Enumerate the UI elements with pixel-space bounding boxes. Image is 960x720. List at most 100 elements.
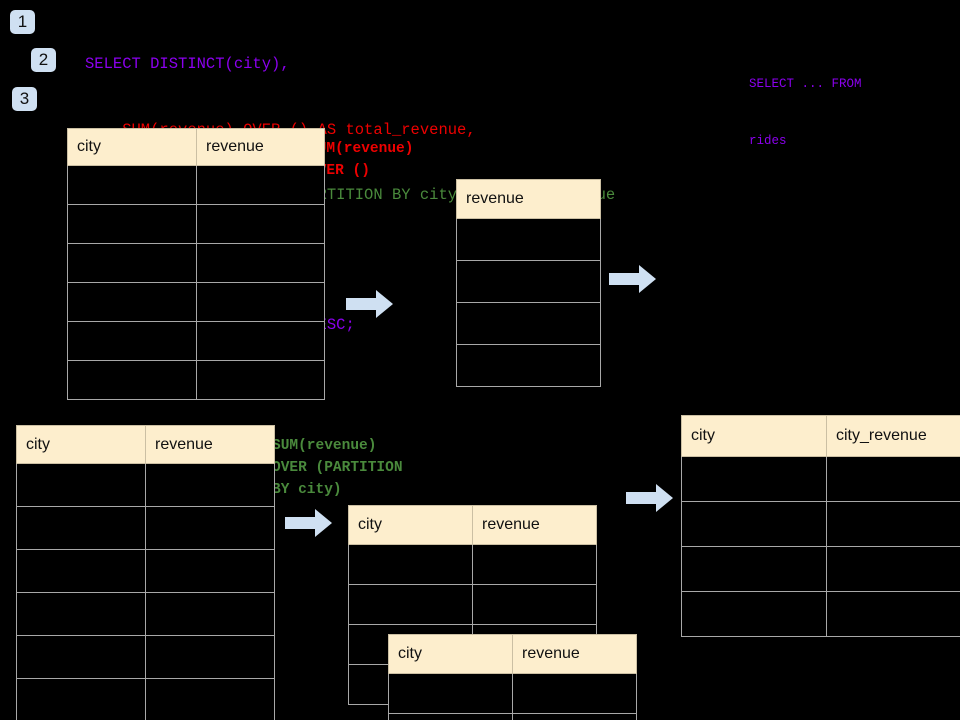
cell-revenue (456, 302, 601, 345)
arrow-source-to-partition (285, 508, 333, 538)
sql-snippet-line-1: SELECT ... FROM (749, 77, 862, 91)
column-header-revenue: revenue (145, 425, 275, 464)
column-header-city: city (348, 505, 473, 545)
table-row (388, 673, 637, 714)
column-header-city-revenue: city_revenue (826, 415, 960, 457)
cell-revenue (196, 360, 325, 400)
cell-city (348, 544, 473, 585)
table-row (16, 635, 275, 679)
table-row (456, 260, 601, 303)
table-row (456, 218, 601, 261)
cell-city-revenue (826, 501, 960, 547)
cell-revenue (145, 592, 275, 636)
table-header-row: city revenue (388, 634, 637, 674)
table-row (456, 302, 601, 345)
table-row (681, 591, 960, 637)
column-header-city: city (16, 425, 146, 464)
table-row (16, 549, 275, 593)
cell-revenue (145, 635, 275, 679)
table-row (16, 592, 275, 636)
cell-city (67, 321, 197, 361)
cell-revenue (145, 678, 275, 720)
total-revenue-table: revenue (456, 179, 601, 387)
step-badge-1-label: 1 (17, 12, 28, 31)
arrow-total-to-result (609, 264, 657, 294)
cell-city (681, 456, 827, 502)
arrow-source-to-total (346, 289, 394, 319)
table-row (348, 584, 597, 625)
step-badge-2: 2 (31, 48, 56, 72)
table-header-row: city revenue (67, 128, 325, 166)
table-row (16, 678, 275, 720)
table-row (681, 456, 960, 502)
cell-revenue (456, 218, 601, 261)
table-row (16, 506, 275, 550)
cell-revenue (456, 260, 601, 303)
arrow-partition-to-result (626, 483, 674, 513)
cell-city (67, 282, 197, 322)
table-row (67, 243, 325, 283)
column-header-city: city (388, 634, 513, 674)
column-header-revenue: revenue (196, 128, 325, 166)
cell-city (16, 635, 146, 679)
cell-city (16, 592, 146, 636)
annotation-city-revenue: SUM(revenue) OVER (PARTITION BY city) (272, 438, 403, 498)
table-row (681, 501, 960, 547)
cell-city (16, 463, 146, 507)
sql-snippet-block: SELECT ... FROM rides (749, 37, 862, 189)
rides-source-table-partition: city revenue (16, 425, 275, 720)
cell-revenue (145, 463, 275, 507)
step-badge-3-label: 3 (19, 89, 30, 108)
table-header-row: city revenue (348, 505, 597, 545)
table-row (456, 344, 601, 387)
table-header-row: revenue (456, 179, 601, 219)
table-row (67, 165, 325, 205)
result-table: city city_revenue (681, 415, 960, 637)
cell-revenue (196, 165, 325, 205)
column-header-revenue: revenue (456, 179, 601, 219)
cell-city (67, 204, 197, 244)
cell-city-revenue (826, 591, 960, 637)
cell-city (348, 584, 473, 625)
cell-city (16, 678, 146, 720)
cell-city (16, 549, 146, 593)
column-header-revenue: revenue (512, 634, 637, 674)
column-header-revenue: revenue (472, 505, 597, 545)
cell-revenue (472, 544, 597, 585)
cell-city (67, 165, 197, 205)
cell-city (388, 713, 513, 720)
cell-revenue (196, 243, 325, 283)
table-row (67, 204, 325, 244)
table-row (681, 546, 960, 592)
cell-revenue (512, 713, 637, 720)
cell-city (681, 501, 827, 547)
sql-snippet-line-2: rides (749, 134, 787, 148)
rides-source-table: city revenue (67, 128, 325, 400)
table-row (16, 463, 275, 507)
cell-revenue (196, 204, 325, 244)
cell-revenue (145, 506, 275, 550)
cell-revenue (512, 673, 637, 714)
cell-city (681, 546, 827, 592)
cell-city (67, 243, 197, 283)
cell-city-revenue (826, 546, 960, 592)
table-row (388, 713, 637, 720)
step-badge-2-label: 2 (38, 50, 49, 69)
cell-city (681, 591, 827, 637)
cell-revenue (196, 282, 325, 322)
table-header-row: city revenue (16, 425, 275, 464)
cell-city (16, 506, 146, 550)
table-row (67, 282, 325, 322)
step-badge-1: 1 (10, 10, 35, 34)
partition-group-table-front: city revenue (388, 634, 637, 720)
cell-revenue (472, 584, 597, 625)
cell-revenue (196, 321, 325, 361)
cell-revenue (145, 549, 275, 593)
column-header-city: city (67, 128, 197, 166)
step-badge-3: 3 (12, 87, 37, 111)
column-header-city: city (681, 415, 827, 457)
table-row (67, 321, 325, 361)
table-row (67, 360, 325, 400)
table-header-row: city city_revenue (681, 415, 960, 457)
